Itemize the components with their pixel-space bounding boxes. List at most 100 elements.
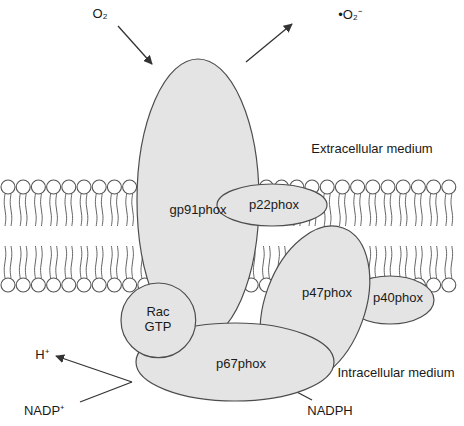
lipid-tail bbox=[80, 246, 82, 278]
lipid-tail bbox=[445, 194, 447, 226]
label-holder: NADPH bbox=[307, 401, 353, 419]
lipid-tail bbox=[345, 194, 347, 226]
substrate-label: O₂ bbox=[92, 6, 107, 21]
lipid-tail bbox=[445, 246, 447, 278]
subunit-name: Rac GTP bbox=[135, 305, 181, 335]
lipid-head bbox=[16, 180, 30, 194]
lipid-tail bbox=[56, 194, 58, 226]
lipid-head bbox=[47, 278, 61, 292]
lipid-tail bbox=[421, 246, 423, 278]
lipid-tail bbox=[111, 194, 113, 226]
lipid-tail bbox=[436, 194, 438, 226]
lipid-head bbox=[107, 180, 121, 194]
lipid-tail bbox=[19, 246, 21, 278]
lipid-tail bbox=[80, 194, 82, 226]
label-holder: O₂ bbox=[92, 4, 107, 22]
label-holder: NADP⁺ bbox=[24, 401, 64, 419]
subunit-shape bbox=[217, 184, 327, 226]
ion-label: H⁺ bbox=[35, 347, 48, 362]
gtpase-circle: Rac GTP bbox=[120, 282, 197, 359]
lipid-tail bbox=[369, 194, 371, 226]
lipid-head bbox=[107, 278, 121, 292]
lipid-tail bbox=[329, 194, 331, 226]
product-label: •O₂⁻ bbox=[338, 7, 362, 22]
lipid-tail bbox=[339, 194, 341, 226]
lipid-tail bbox=[4, 246, 6, 278]
lipid-tail bbox=[4, 194, 6, 226]
subunit-shape bbox=[121, 283, 196, 358]
lipid-tail bbox=[126, 246, 128, 278]
lipid-tail bbox=[71, 194, 73, 226]
lipid-tail bbox=[399, 246, 401, 278]
lipid-tail bbox=[360, 194, 362, 226]
subunit-name: gp91phox bbox=[169, 203, 226, 218]
lipid-head bbox=[411, 180, 425, 194]
lipid-tail bbox=[384, 194, 386, 226]
lipid-tail bbox=[269, 246, 271, 278]
lipid-tail bbox=[415, 194, 417, 226]
subunit-name: p47phox bbox=[302, 286, 352, 301]
lipid-head bbox=[366, 180, 380, 194]
lipid-head bbox=[77, 278, 91, 292]
lipid-tail bbox=[405, 246, 407, 278]
lipid-tail bbox=[25, 246, 27, 278]
lipid-head bbox=[92, 180, 106, 194]
lipid-head bbox=[62, 278, 76, 292]
lipid-tail bbox=[101, 194, 103, 226]
lipid-tail bbox=[399, 194, 401, 226]
lipid-tail bbox=[65, 194, 67, 226]
lipid-head bbox=[62, 180, 76, 194]
lipid-head bbox=[1, 180, 15, 194]
lipid-head bbox=[123, 278, 137, 292]
lipid-head bbox=[320, 180, 334, 194]
lipid-tail bbox=[132, 246, 134, 278]
lipid-tail bbox=[71, 246, 73, 278]
lipid-tail bbox=[117, 194, 119, 226]
lipid-tail bbox=[263, 246, 265, 278]
lipid-head bbox=[31, 278, 45, 292]
lipid-tail bbox=[117, 246, 119, 278]
lipid-tail bbox=[95, 246, 97, 278]
lipid-head bbox=[381, 180, 395, 194]
lipid-tail bbox=[19, 194, 21, 226]
lipid-head bbox=[47, 180, 61, 194]
label-holder: Intracellular medium bbox=[337, 363, 454, 381]
lipid-tail bbox=[451, 194, 453, 226]
proton-arrow bbox=[56, 356, 132, 382]
subunit-name: p22phox bbox=[249, 198, 299, 213]
lipid-tail bbox=[375, 194, 377, 226]
superoxide-arrow bbox=[246, 24, 292, 62]
lipid-head bbox=[1, 278, 15, 292]
lipid-tail bbox=[390, 246, 392, 278]
lipid-tail bbox=[111, 246, 113, 278]
lipid-tail bbox=[451, 246, 453, 278]
lipid-tail bbox=[41, 246, 43, 278]
lipid-tail bbox=[430, 246, 432, 278]
lipid-tail bbox=[390, 194, 392, 226]
lipid-head bbox=[442, 278, 456, 292]
lipid-tail bbox=[126, 194, 128, 226]
cofactor-label: NADPH bbox=[307, 403, 353, 418]
lipid-tail bbox=[95, 194, 97, 226]
lipid-head bbox=[427, 180, 441, 194]
lipid-head bbox=[442, 180, 456, 194]
label-holder: Extracellular medium bbox=[311, 139, 432, 157]
lipid-tail bbox=[10, 194, 12, 226]
lipid-tail bbox=[436, 246, 438, 278]
lipid-head bbox=[31, 180, 45, 194]
subunit-name: p67phox bbox=[216, 357, 266, 372]
lipid-tail bbox=[25, 194, 27, 226]
lipid-tail bbox=[35, 246, 37, 278]
subunit-name: p40phox bbox=[373, 291, 423, 306]
lipid-tail bbox=[421, 194, 423, 226]
label-holder: H⁺ bbox=[35, 345, 48, 363]
lipid-head bbox=[396, 180, 410, 194]
lipid-head bbox=[123, 180, 137, 194]
lipid-tail bbox=[65, 246, 67, 278]
lipid-tail bbox=[50, 246, 52, 278]
lipid-tail bbox=[405, 194, 407, 226]
lipid-tail bbox=[86, 194, 88, 226]
lipid-tail bbox=[354, 194, 356, 226]
cofactor-label: NADP⁺ bbox=[24, 403, 64, 418]
